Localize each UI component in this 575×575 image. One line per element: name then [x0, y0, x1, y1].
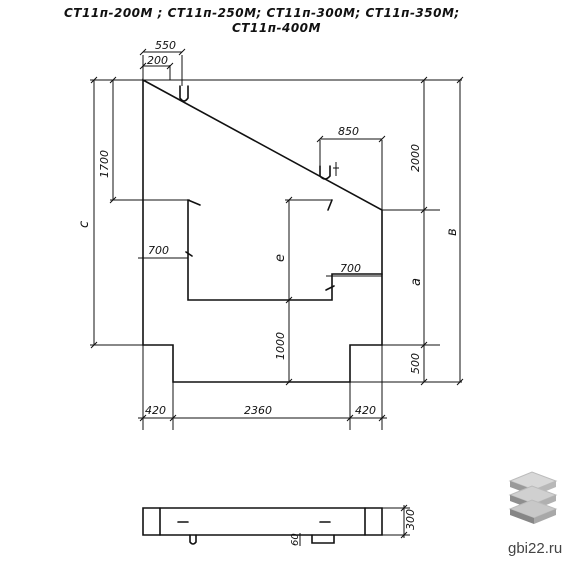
stacked-slabs-icon — [508, 471, 558, 524]
dim-700-right: 700 — [340, 262, 361, 275]
plan-view — [142, 504, 410, 546]
site-watermark: gbi22.ru — [508, 540, 562, 557]
dim-300: 300 — [404, 509, 417, 530]
internal-recess — [185, 199, 383, 301]
dim-1000: 1000 — [274, 332, 287, 360]
dim-420-right: 420 — [355, 404, 376, 417]
lifting-loop-top — [179, 85, 189, 102]
dim-e: е — [273, 254, 288, 262]
dim-2360: 2360 — [244, 404, 272, 417]
dim-a: а — [409, 278, 424, 286]
lifting-loop-middle — [319, 162, 339, 180]
dimension-lines — [90, 48, 464, 422]
dim-2000: 2000 — [409, 144, 422, 172]
title-line-1: СТ11п-200М ; СТ11п-250М; СТ11п-300М; СТ1… — [64, 6, 460, 20]
dim-550: 550 — [155, 39, 176, 52]
dim-850: 850 — [338, 125, 359, 138]
dim-60: 60 — [290, 533, 301, 546]
dim-200: 200 — [147, 54, 168, 67]
dim-420-left: 420 — [145, 404, 166, 417]
dim-c: с — [77, 221, 92, 228]
dim-500: 500 — [409, 353, 422, 374]
dim-1700: 1700 — [98, 150, 111, 178]
title-line-2: СТ11п-400М — [232, 21, 321, 35]
dim-700-left: 700 — [148, 244, 169, 257]
extension-lines — [90, 55, 462, 430]
dim-b: в — [445, 228, 460, 236]
